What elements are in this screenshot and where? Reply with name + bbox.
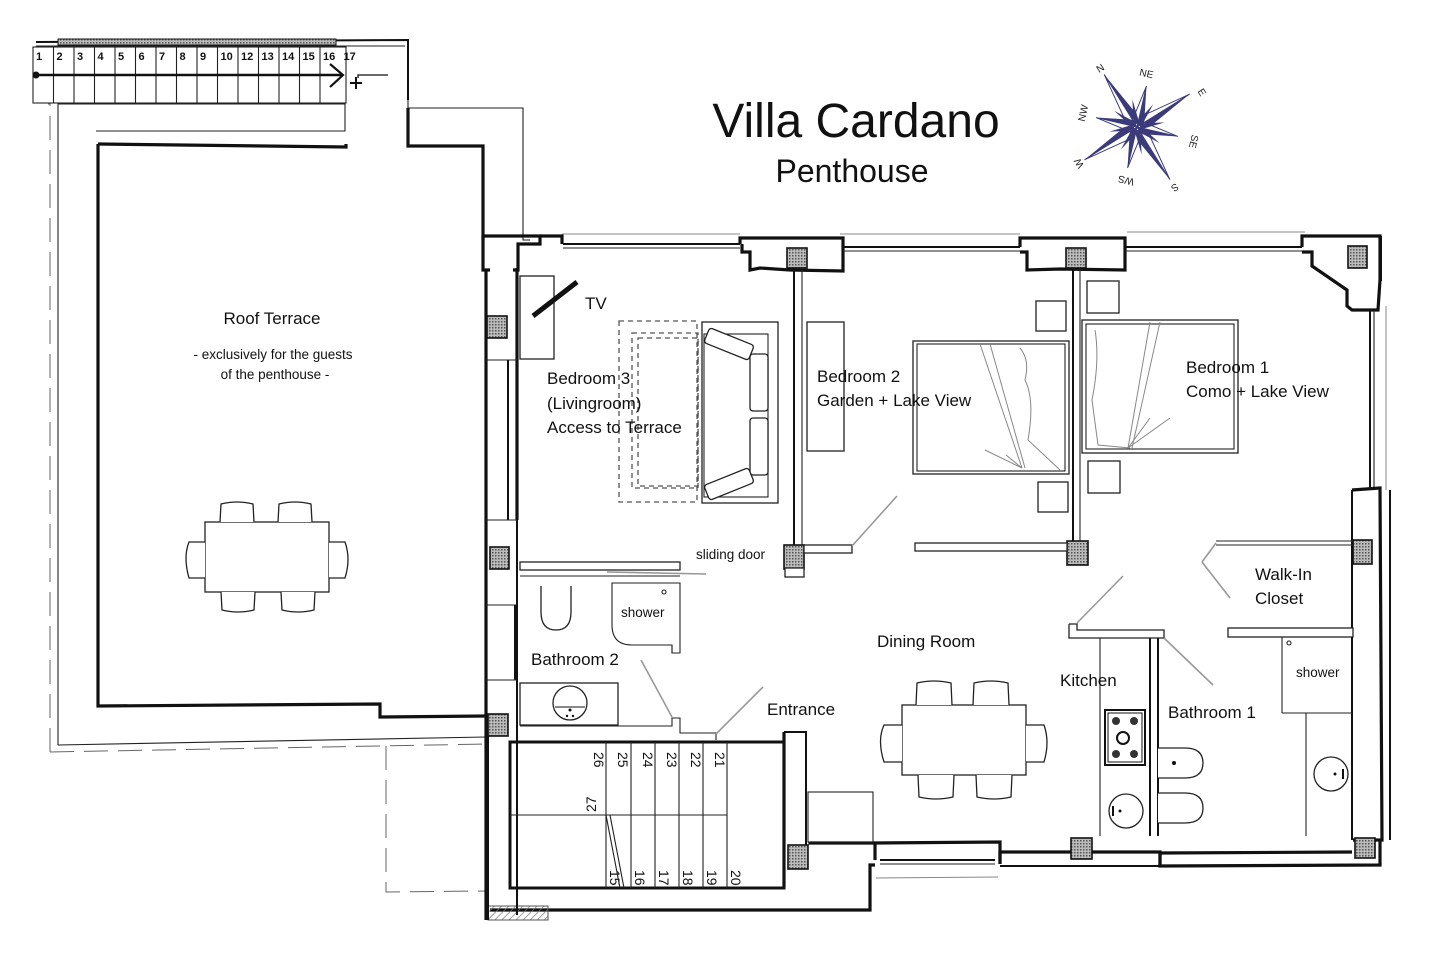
- tv-unit: [519, 275, 579, 360]
- stair-step-number: 10: [221, 51, 233, 63]
- terrace-dining-table: [185, 501, 349, 613]
- compass-label-e: E: [1195, 87, 1208, 99]
- stair-step-number: 16: [323, 51, 335, 63]
- stair-step-number: 1: [36, 51, 42, 63]
- stair-step-number: 13: [262, 51, 274, 63]
- stair-step-number: 3: [77, 51, 83, 63]
- room-label-bedroom2-line2: Garden + Lake View: [817, 391, 972, 410]
- stair-step-number: 5: [118, 51, 124, 63]
- room-label-walk-in-line1: Walk-In: [1255, 565, 1312, 584]
- compass-label-s: S: [1168, 180, 1180, 193]
- stair-step-number: 18: [680, 870, 696, 886]
- wardrobe-bedroom2: [806, 321, 845, 452]
- sofa: [701, 321, 779, 504]
- stair-step-number: 12: [241, 51, 253, 63]
- kitchen-sink: [1108, 793, 1144, 829]
- roof-terrace-outline: [48, 100, 530, 893]
- room-label-dining: Dining Room: [877, 632, 975, 651]
- bathroom1-toilet: [1158, 792, 1204, 824]
- room-label-bedroom3-line3: Access to Terrace: [547, 418, 682, 437]
- stair-step-number: 16: [632, 870, 648, 886]
- compass-label-nw: NW: [1077, 103, 1092, 122]
- room-label-bedroom1-line1: Bedroom 1: [1186, 358, 1269, 377]
- compass-label-n: N: [1095, 62, 1107, 75]
- bathroom2-toilet: [540, 586, 572, 631]
- bathroom2-shower-label: shower: [621, 605, 665, 620]
- stair-step-number: 2: [57, 51, 63, 63]
- room-label-bathroom2: Bathroom 2: [531, 650, 619, 669]
- compass-label-se: SE: [1186, 134, 1200, 150]
- sliding-door-label: sliding door: [696, 547, 766, 562]
- bathroom1-sink: [1313, 756, 1349, 792]
- plan-title: Villa Cardano: [712, 95, 999, 148]
- stair-step-number: 9: [200, 51, 206, 63]
- stair-step-number: 7: [159, 51, 165, 63]
- bathroom2-sink: [552, 685, 588, 721]
- bathroom1-bidet: [1158, 747, 1204, 779]
- structural-columns: [486, 245, 1376, 870]
- stair-step-number: 25: [615, 752, 631, 768]
- stair-step-number: 22: [688, 752, 704, 768]
- room-label-entrance: Entrance: [767, 700, 835, 719]
- stair-step-number: 19: [704, 870, 720, 886]
- stair-landing-number: 27: [583, 796, 599, 812]
- bathroom1-shower-label: shower: [1296, 665, 1340, 680]
- bed-bedroom2: [912, 300, 1070, 513]
- stair-step-number: 6: [139, 51, 145, 63]
- stair-step-number: 26: [591, 752, 607, 768]
- room-label-bathroom1: Bathroom 1: [1168, 703, 1256, 722]
- stove-icon: [1104, 709, 1146, 766]
- stair-step-number: 23: [664, 752, 680, 768]
- dining-table: [879, 680, 1048, 800]
- stair-step-number: 17: [344, 51, 356, 63]
- roof-terrace-note-line2: of the penthouse -: [221, 367, 330, 382]
- stair-step-number: 14: [282, 51, 295, 63]
- bed-bedroom1: [1081, 280, 1239, 494]
- stair-step-number: 8: [180, 51, 186, 63]
- tv-label: TV: [585, 294, 607, 313]
- room-label-bedroom1-line2: Como + Lake View: [1186, 382, 1330, 401]
- stair-step-number: 21: [712, 752, 728, 768]
- compass-label-ws: WS: [1117, 172, 1135, 186]
- compass-label-w: W: [1072, 155, 1087, 169]
- room-label-bedroom2-line1: Bedroom 2: [817, 367, 900, 386]
- stair-step-number: 4: [98, 51, 105, 63]
- rug-outline: [618, 320, 699, 503]
- stair-step-number: 15: [303, 51, 315, 63]
- room-label-bedroom3-line1: Bedroom 3: [547, 369, 630, 388]
- compass-rose-icon: N NE E SE S WS W NW: [1072, 62, 1208, 193]
- plan-subtitle: Penthouse: [775, 153, 928, 189]
- room-label-kitchen: Kitchen: [1060, 671, 1117, 690]
- room-label-roof-terrace: Roof Terrace: [223, 309, 320, 328]
- stair-step-number: 24: [640, 752, 656, 768]
- room-label-walk-in-line2: Closet: [1255, 589, 1303, 608]
- stair-step-number: 17: [656, 870, 672, 886]
- roof-terrace-note-line1: - exclusively for the guests: [193, 347, 352, 362]
- room-label-bedroom3-line2: (Livingroom): [547, 394, 641, 413]
- stair-step-number: 20: [728, 870, 744, 886]
- compass-label-ne: NE: [1138, 67, 1154, 81]
